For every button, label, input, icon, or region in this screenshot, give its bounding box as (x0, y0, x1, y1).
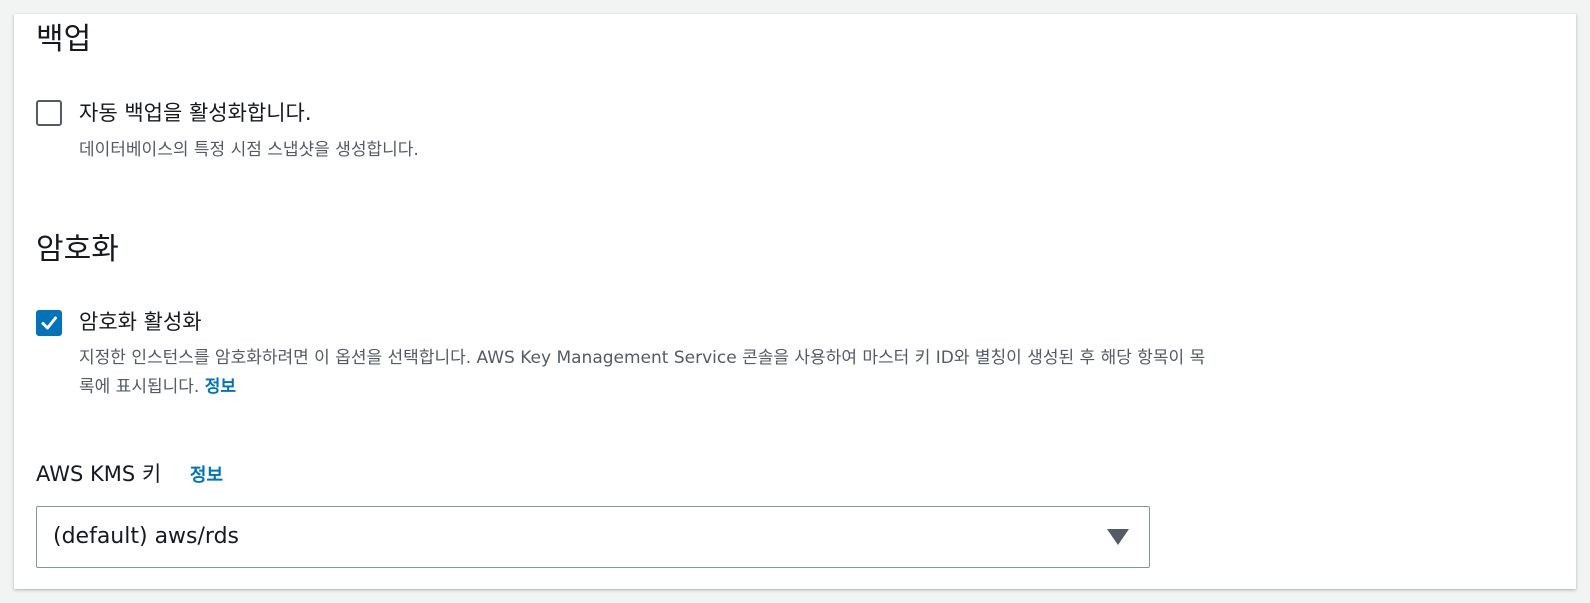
encryption-description-line1: 지정한 인스턴스를 암호화하려면 이 옵션을 선택합니다. AWS Key Ma… (79, 348, 1206, 368)
kms-key-select[interactable]: (default) aws/rds (36, 506, 1150, 568)
kms-key-field-label: AWS KMS 키 정보 (36, 460, 223, 490)
check-icon (41, 316, 57, 330)
auto-backup-description: 데이터베이스의 특정 시점 스냅샷을 생성합니다. (79, 140, 419, 160)
kms-key-selected-value: (default) aws/rds (53, 524, 240, 549)
caret-down-icon (1107, 529, 1129, 545)
backup-section-title: 백업 (36, 22, 92, 57)
enable-encryption-description: 지정한 인스턴스를 암호화하려면 이 옵션을 선택합니다. AWS Key Ma… (79, 344, 1554, 402)
enable-encryption-label[interactable]: 암호화 활성화 (79, 310, 202, 334)
auto-backup-checkbox[interactable] (36, 100, 62, 126)
enable-encryption-checkbox[interactable] (36, 310, 62, 336)
backup-encryption-panel: 백업 자동 백업을 활성화합니다. 데이터베이스의 특정 시점 스냅샷을 생성합… (14, 14, 1576, 589)
kms-key-label: AWS KMS 키 (36, 462, 162, 486)
encryption-section-title: 암호화 (36, 232, 119, 267)
auto-backup-label[interactable]: 자동 백업을 활성화합니다. (79, 101, 312, 125)
kms-key-info-link[interactable]: 정보 (189, 465, 224, 486)
encryption-info-link[interactable]: 정보 (204, 377, 236, 397)
encryption-description-line2: 록에 표시됩니다. (79, 377, 200, 397)
